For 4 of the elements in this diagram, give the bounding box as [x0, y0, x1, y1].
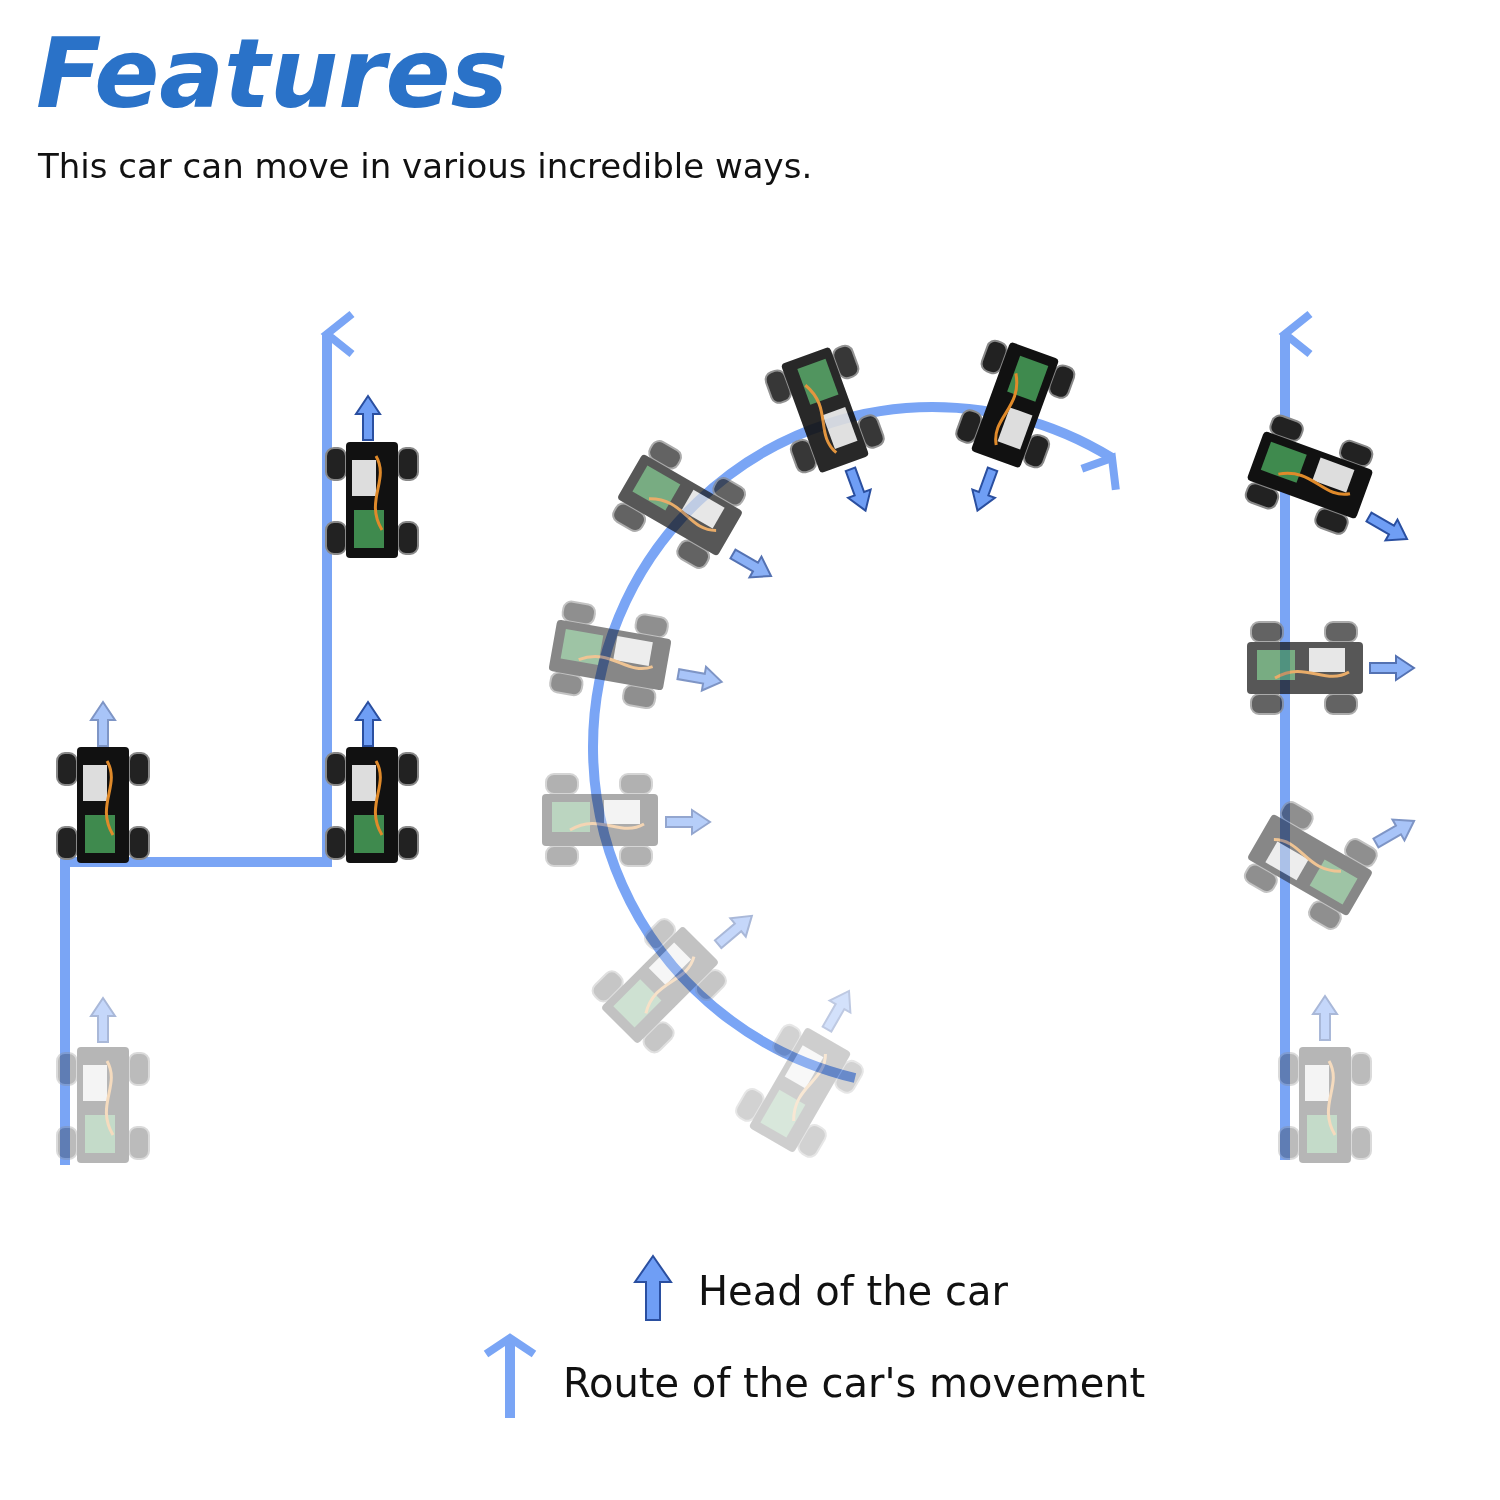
legend-label: Route of the car's movement [563, 1360, 1146, 1406]
legend-label: Head of the car [698, 1268, 1008, 1314]
subtitle: This car can move in various incredible ways. [38, 146, 813, 186]
title: Features [36, 22, 508, 128]
